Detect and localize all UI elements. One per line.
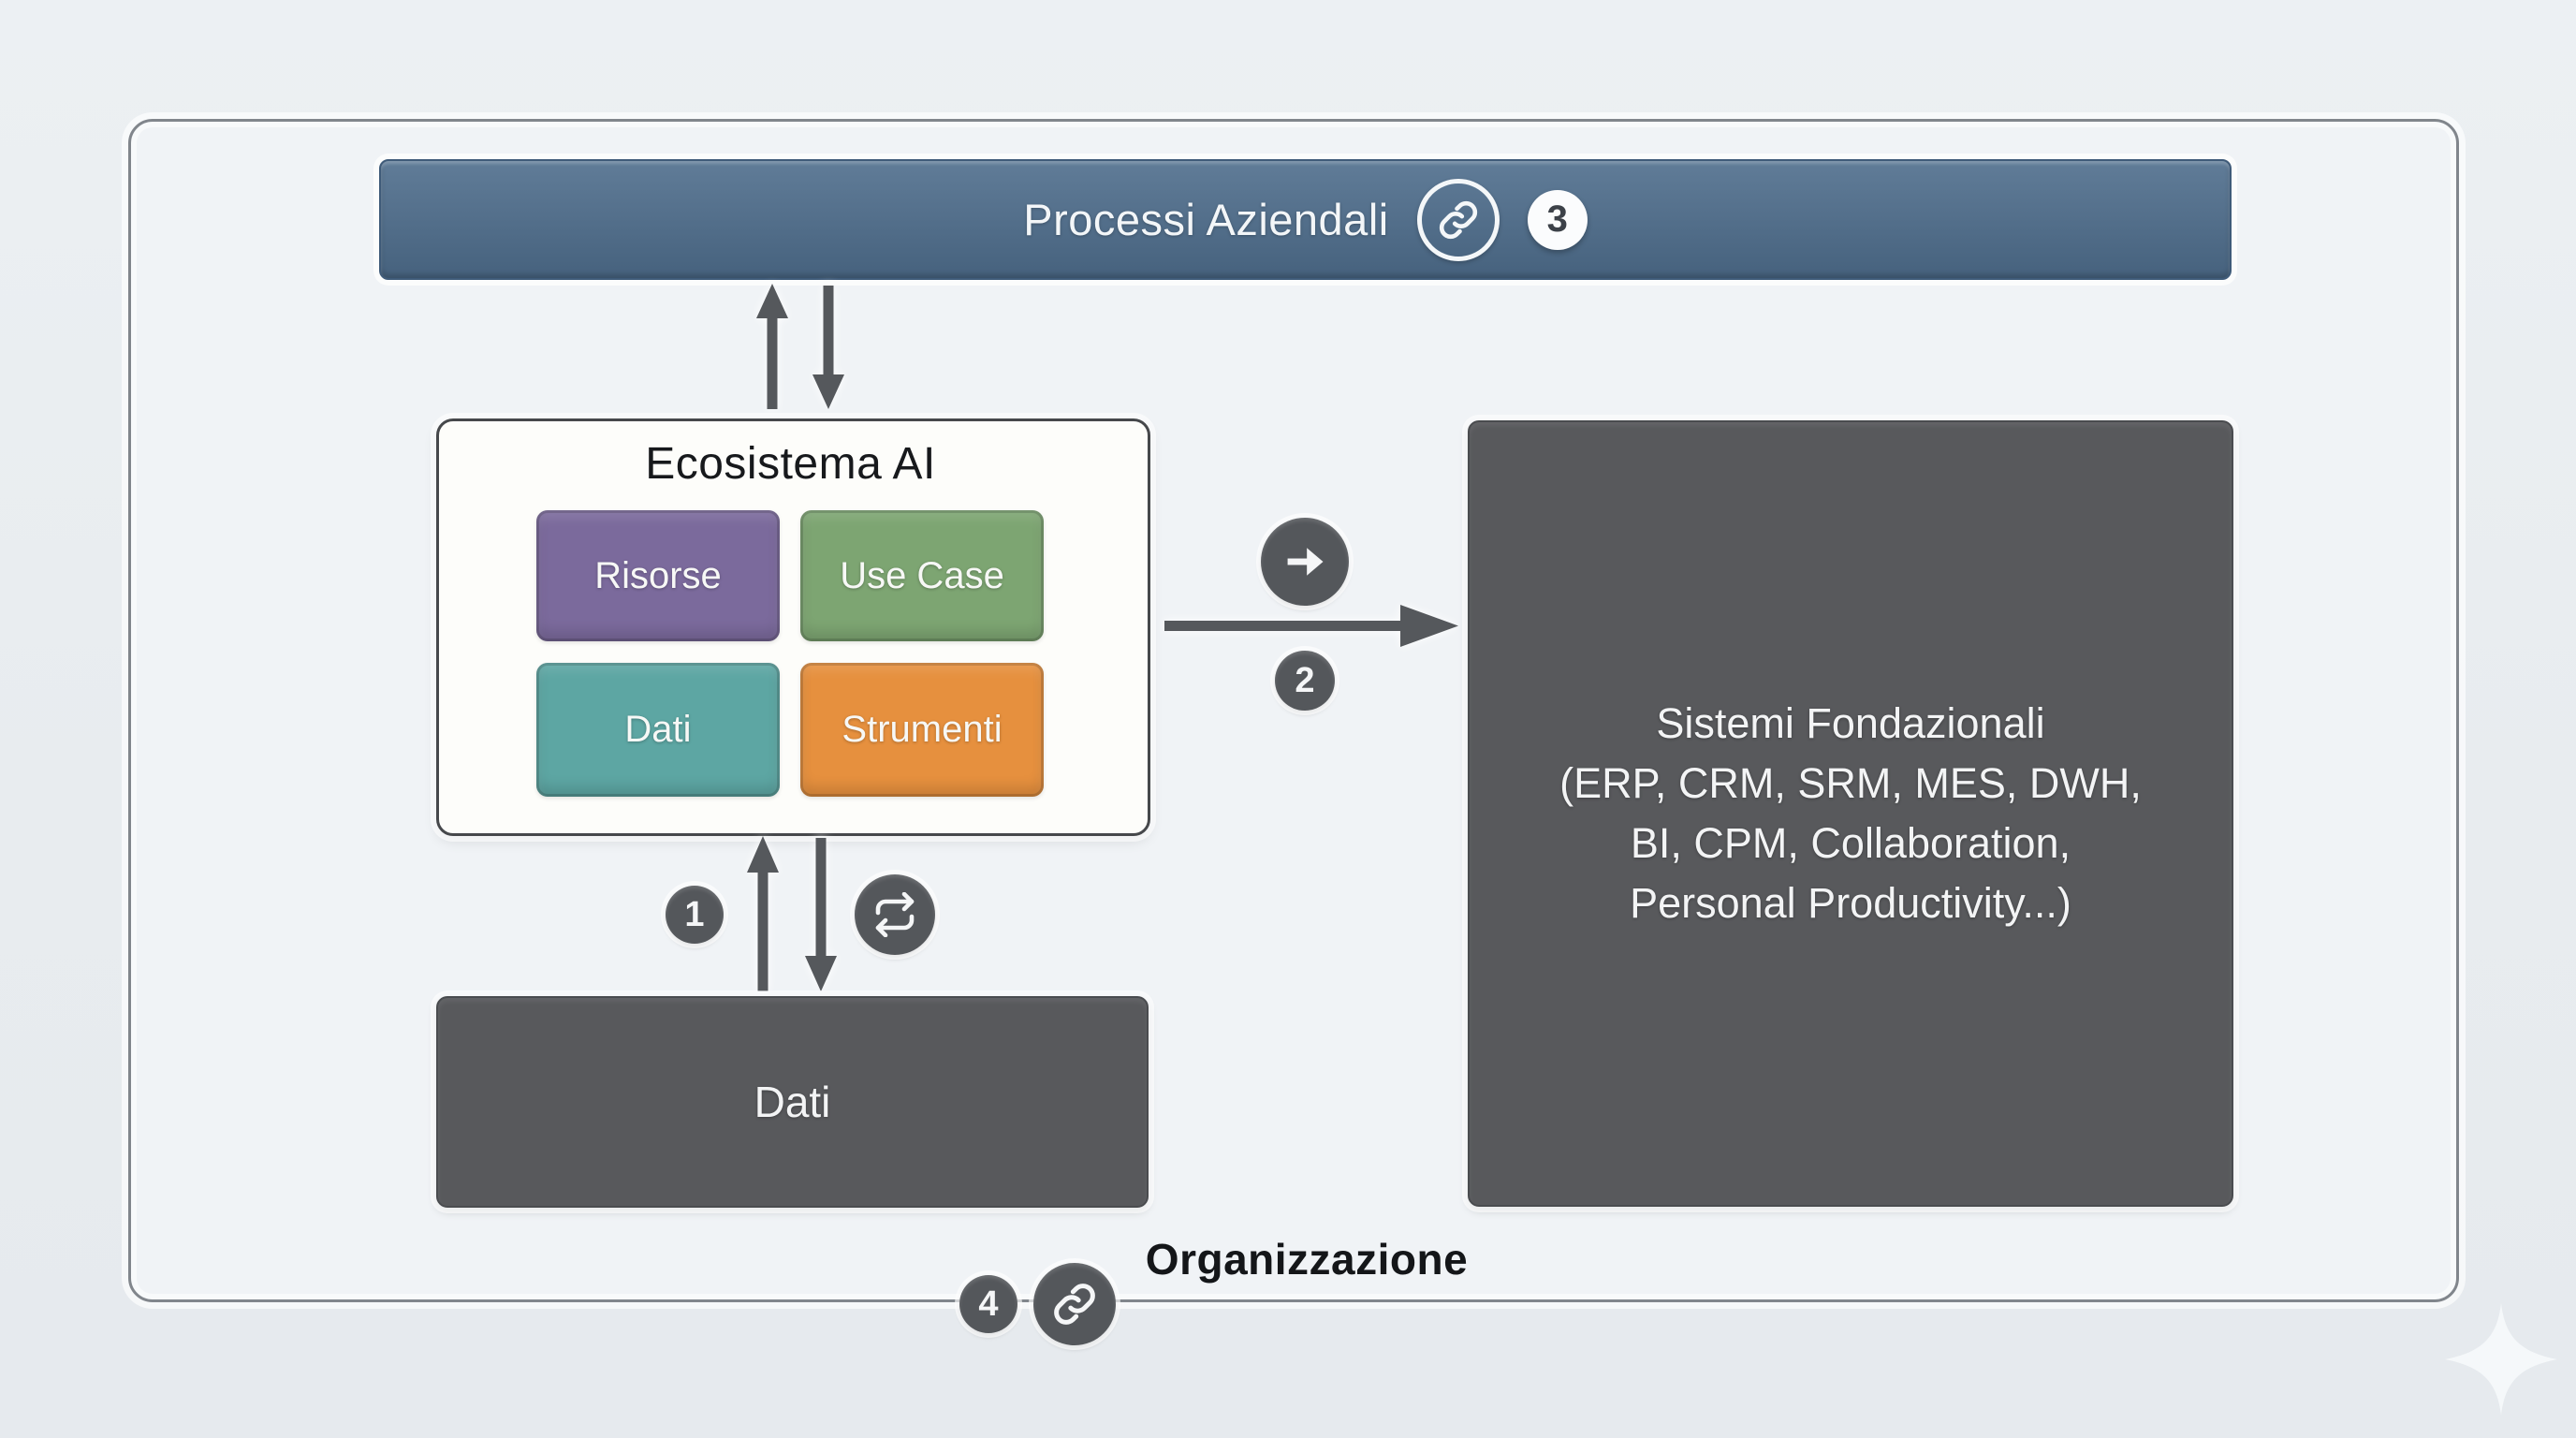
dati-box: Dati <box>436 996 1149 1208</box>
dati-box-label: Dati <box>754 1078 831 1126</box>
processi-badge: 3 <box>1527 189 1588 250</box>
sistemi-line-2: (ERP, CRM, SRM, MES, DWH, <box>1559 759 2142 807</box>
sistemi-line-4: Personal Productivity...) <box>1630 879 2071 927</box>
connection-badge-1: 1 <box>666 886 724 944</box>
sparkle-icon <box>2445 1303 2557 1416</box>
sistemi-line-3: BI, CPM, Collaboration, <box>1630 819 2071 867</box>
sistemi-fondazionali-box: Sistemi Fondazionali (ERP, CRM, SRM, MES… <box>1468 420 2233 1207</box>
organizzazione-link-icon <box>1033 1263 1116 1345</box>
arrow-eco-to-sistemi <box>1164 605 1458 647</box>
sync-icon <box>855 874 935 955</box>
tile-strumenti: Strumenti <box>800 663 1044 797</box>
organizzazione-badge-4: 4 <box>959 1275 1017 1333</box>
processi-aziendali-label: Processi Aziendali <box>1023 195 1389 244</box>
arrow-right-icon <box>1261 518 1349 606</box>
tile-use-case-label: Use Case <box>840 554 1004 596</box>
tile-strumenti-label: Strumenti <box>842 709 1003 750</box>
link-icon <box>1416 178 1500 261</box>
arrow-up-bar-eco <box>756 284 844 409</box>
sistemi-line-1: Sistemi Fondazionali <box>1656 699 2045 747</box>
tile-use-case: Use Case <box>800 510 1044 641</box>
tile-dati-label: Dati <box>624 709 692 750</box>
organizzazione-label: Organizzazione <box>1145 1235 1469 1284</box>
arrow-eco-dati <box>747 836 837 991</box>
tile-dati: Dati <box>536 663 780 797</box>
connection-badge-2: 2 <box>1275 651 1335 711</box>
tile-risorse-label: Risorse <box>594 554 722 596</box>
ecosistema-ai-title: Ecosistema AI <box>645 439 936 489</box>
tile-risorse: Risorse <box>536 510 780 641</box>
processi-aziendali-bar: Processi Aziendali 3 <box>379 159 2232 280</box>
